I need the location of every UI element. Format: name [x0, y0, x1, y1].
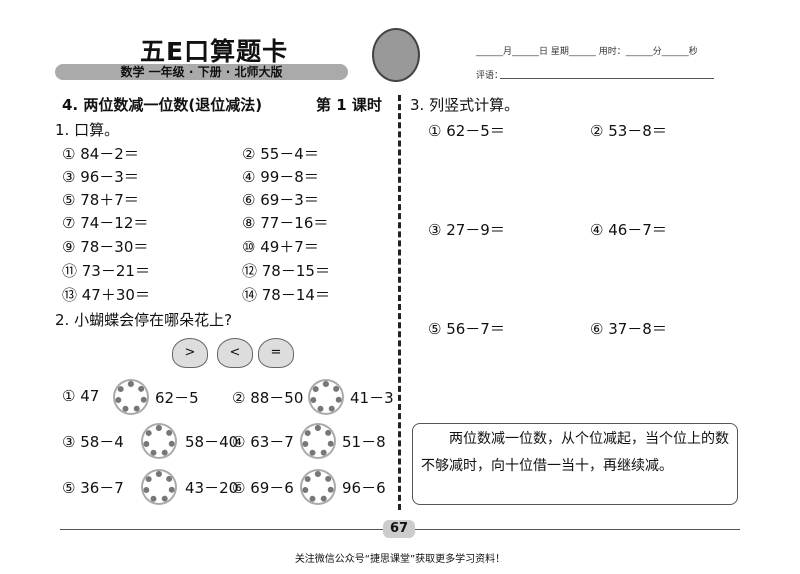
- oral-item: ⑭ 78－14＝: [242, 286, 330, 304]
- oral-item: ⑪ 73－21＝: [62, 262, 150, 280]
- date-line: ______月______日 星期______ 用时：______分______…: [476, 47, 698, 57]
- flower-answer-slot[interactable]: [115, 381, 147, 413]
- lesson-period: 第 1 课时: [316, 96, 382, 114]
- oral-item: ⑤ 78＋7＝: [62, 191, 139, 209]
- tip-text: 两位数减一位数，从个位减起，当个位上的数不够减时，向十位借一当十，再继续减。: [421, 431, 729, 474]
- subject-banner: 数学 一年级 · 下册 · 北师大版: [55, 64, 348, 80]
- part3-label: 3. 列竖式计算。: [410, 96, 520, 114]
- tip-box: 两位数减一位数，从个位减起，当个位上的数不够减时，向十位借一当十，再继续减。: [412, 423, 738, 505]
- oral-item: ⑥ 69－3＝: [242, 191, 319, 209]
- comment-label: 评语：: [476, 71, 504, 81]
- flower-answer-slot[interactable]: [143, 471, 175, 503]
- butterfly-less-icon: <: [217, 338, 253, 368]
- flower-answer-slot[interactable]: [302, 471, 334, 503]
- oral-item: ① 84－2＝: [62, 145, 139, 163]
- butterfly-equal-icon: =: [258, 338, 294, 368]
- compare-left: ⑤ 36－7: [62, 479, 124, 497]
- compare-left: ⑥ 69－6: [232, 479, 294, 497]
- oral-item: ③ 96－3＝: [62, 168, 139, 186]
- oral-item: ④ 99－8＝: [242, 168, 319, 186]
- compare-left: ③ 58－4: [62, 433, 124, 451]
- compare-right: 51－8: [342, 433, 386, 451]
- oral-item: ⑬ 47＋30＝: [62, 286, 150, 304]
- vertical-calc-item: ② 53－8＝: [590, 122, 667, 140]
- oral-item: ⑦ 74－12＝: [62, 214, 149, 232]
- compare-right: 96－6: [342, 479, 386, 497]
- comment-line: [500, 78, 714, 79]
- column-divider: [398, 95, 401, 510]
- vertical-calc-item: ⑤ 56－7＝: [428, 320, 505, 338]
- vertical-calc-item: ⑥ 37－8＝: [590, 320, 667, 338]
- vertical-calc-item: ③ 27－9＝: [428, 221, 505, 239]
- page-number: 67: [383, 520, 415, 538]
- flower-answer-slot[interactable]: [143, 425, 175, 457]
- compare-left: ④ 63－7: [232, 433, 294, 451]
- compare-right: 58－40: [185, 433, 239, 451]
- vertical-calc-item: ① 62－5＝: [428, 122, 505, 140]
- compare-left: ① 47: [62, 387, 100, 405]
- compare-right: 43－20: [185, 479, 239, 497]
- oral-item: ⑩ 49＋7＝: [242, 238, 319, 256]
- flower-answer-slot[interactable]: [310, 381, 342, 413]
- oral-item: ⑫ 78－15＝: [242, 262, 330, 280]
- worksheet-title: 五E口算题卡: [140, 37, 289, 66]
- vertical-calc-item: ④ 46－7＝: [590, 221, 667, 239]
- oral-item: ② 55－4＝: [242, 145, 319, 163]
- butterfly-greater-icon: >: [172, 338, 208, 368]
- flower-answer-slot[interactable]: [302, 425, 334, 457]
- oral-item: ⑧ 77－16＝: [242, 214, 329, 232]
- compare-right: 62－5: [155, 389, 199, 407]
- oral-item: ⑨ 78－30＝: [62, 238, 149, 256]
- part1-label: 1. 口算。: [55, 121, 120, 139]
- mascot-icon: [372, 28, 420, 82]
- compare-left: ② 88－50: [232, 389, 304, 407]
- part2-label: 2. 小蝴蝶会停在哪朵花上?: [55, 311, 233, 329]
- compare-right: 41－3: [350, 389, 394, 407]
- lesson-title: 4. 两位数减一位数(退位减法): [62, 96, 263, 114]
- footer-text: 关注微信公众号“捷思课堂”获取更多学习资料！: [294, 554, 506, 565]
